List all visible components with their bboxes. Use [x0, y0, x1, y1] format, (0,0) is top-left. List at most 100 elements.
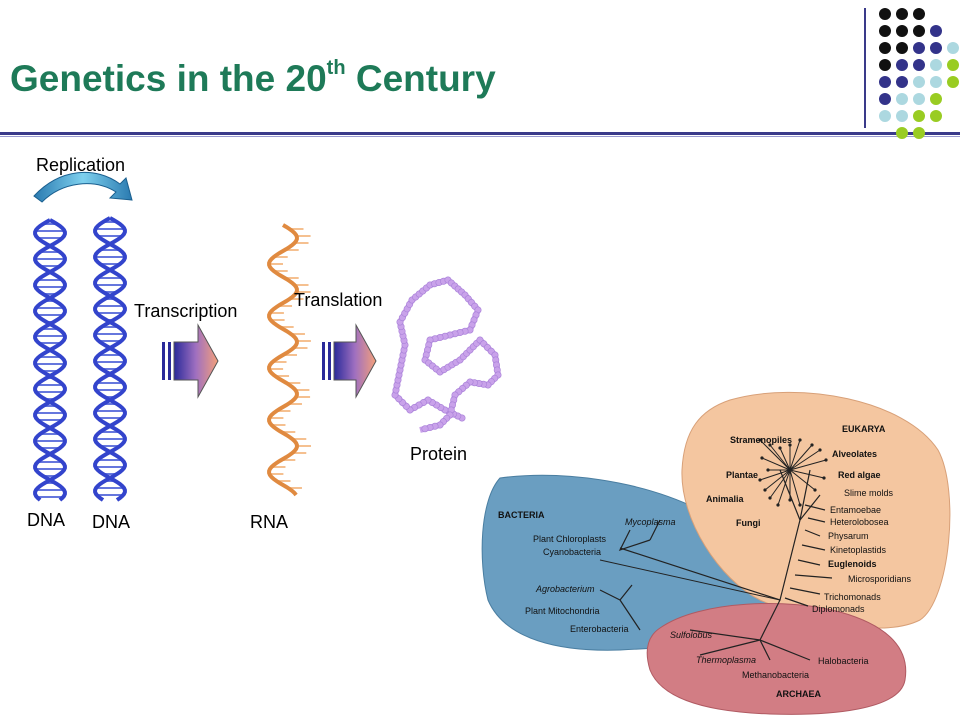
tree-leaf — [776, 503, 780, 507]
tree-leaf — [788, 498, 792, 502]
dna-backbone — [93, 216, 127, 502]
tree-branch — [789, 469, 825, 479]
title-end: Century — [345, 58, 496, 99]
tree-branch — [777, 469, 791, 506]
tree-leaf — [798, 438, 802, 442]
decor-dot — [896, 127, 908, 139]
decor-dot — [930, 25, 942, 37]
decor-dot — [896, 59, 908, 71]
amino-acid-bead — [421, 425, 429, 433]
dna-backbone — [33, 218, 67, 502]
tree-leaf — [768, 496, 772, 500]
dna-right-label: DNA — [92, 512, 131, 532]
decor-dot — [913, 59, 925, 71]
decor-dot — [913, 76, 925, 88]
decor-dot — [913, 8, 925, 20]
tree-leaf — [824, 458, 828, 462]
decor-dot — [947, 42, 959, 54]
tree-branch — [789, 469, 801, 506]
taxon-stramenopiles: Stramenopiles — [730, 435, 792, 445]
decor-dot — [947, 76, 959, 88]
tree-stem — [599, 559, 781, 601]
taxon-thermoplasma: Thermoplasma — [696, 655, 756, 665]
taxon-kinetoplastids: Kinetoplastids — [830, 545, 887, 555]
tree-branch — [764, 469, 791, 491]
decor-dot — [879, 76, 891, 88]
tree-leaf — [818, 448, 822, 452]
archaea-region — [646, 603, 907, 715]
decor-dot — [913, 127, 925, 139]
decor-dot — [879, 93, 891, 105]
taxon-methanobacteria: Methanobacteria — [742, 670, 809, 680]
taxon-halobacteria: Halobacteria — [818, 656, 869, 666]
archaea-label: ARCHAEA — [776, 689, 822, 699]
taxon-euglenoids: Euglenoids — [828, 559, 877, 569]
dna-helix-right — [93, 216, 127, 502]
rna-backbone — [267, 223, 299, 497]
decor-dot — [896, 110, 908, 122]
replication-label: Replication — [36, 155, 126, 175]
decor-dot — [947, 59, 959, 71]
tree-leaf — [822, 476, 826, 480]
decor-dot — [879, 59, 891, 71]
eukarya-region — [681, 391, 951, 629]
dna-helix-left — [33, 218, 67, 502]
decor-dot — [896, 42, 908, 54]
title-main: Genetics in the 20 — [10, 58, 327, 99]
decor-dot — [879, 25, 891, 37]
bacteria-label: BACTERIA — [498, 510, 545, 520]
page-title: Genetics in the 20th Century — [10, 56, 496, 100]
transcription-label: Transcription — [134, 301, 238, 321]
taxon-fungi: Fungi — [736, 518, 761, 528]
tree-branch — [769, 444, 791, 471]
taxon-enterobacteria: Enterobacteria — [570, 624, 629, 634]
decor-dot — [930, 110, 942, 122]
decor-dot — [930, 59, 942, 71]
tree-leaf — [758, 478, 762, 482]
rna-label: RNA — [250, 512, 289, 532]
taxon-alveolates: Alveolates — [832, 449, 877, 459]
tree-branches — [599, 469, 833, 661]
decor-dot — [896, 25, 908, 37]
taxon-red-algae: Red algae — [838, 470, 881, 480]
tree-labels: BACTERIA EUKARYA ARCHAEA Plant Chloropla… — [498, 424, 912, 699]
decor-dot — [930, 76, 942, 88]
decor-dot — [879, 8, 891, 20]
transcription-arrow — [162, 323, 219, 399]
taxon-entamoebae: Entamoebae — [830, 505, 881, 515]
tree-leaf — [760, 456, 764, 460]
decor-dot — [913, 42, 925, 54]
taxon-animalia: Animalia — [706, 494, 745, 504]
taxon-plant-chloroplasts: Plant Chloroplasts — [533, 534, 607, 544]
tree-branch — [789, 439, 801, 471]
protein-chain — [391, 276, 502, 433]
tree-leaf — [813, 488, 817, 492]
tree-branch — [759, 469, 791, 481]
decor-dot — [913, 110, 925, 122]
decor-dot — [930, 42, 942, 54]
tree-leaf — [810, 443, 814, 447]
tree-leaf — [798, 503, 802, 507]
taxon-slime-molds: Slime molds — [844, 488, 894, 498]
title-rule — [0, 132, 960, 135]
tree-leaf — [758, 438, 762, 442]
tree-leaf — [778, 446, 782, 450]
eukarya-label: EUKARYA — [842, 424, 886, 434]
taxon-microsporidians: Microsporidians — [848, 574, 912, 584]
tree-branch — [789, 449, 821, 471]
title-superscript: th — [326, 56, 346, 79]
taxon-plant-mitochondria: Plant Mitochondria — [525, 606, 600, 616]
decor-dot — [913, 25, 925, 37]
decor-dot — [913, 93, 925, 105]
taxon-agrobacterium: Agrobacterium — [535, 584, 595, 594]
tree-branch — [759, 439, 791, 471]
taxon-mycoplasma: Mycoplasma — [625, 517, 676, 527]
decor-dot — [879, 42, 891, 54]
taxon-physarum: Physarum — [828, 531, 869, 541]
taxon-sulfolobus: Sulfolobus — [670, 630, 713, 640]
taxon-plantae: Plantae — [726, 470, 758, 480]
tree-branch — [761, 457, 791, 471]
title-rule-thin — [0, 136, 960, 137]
taxon-cyanobacteria: Cyanobacteria — [543, 547, 601, 557]
